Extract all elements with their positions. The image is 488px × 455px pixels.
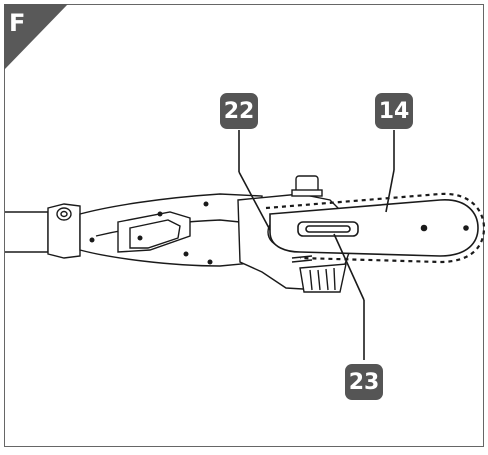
callout-23-label: 23 xyxy=(348,369,380,395)
leader-lines xyxy=(238,130,395,360)
callout-22: 22 xyxy=(220,93,258,129)
figure-letter: F xyxy=(9,9,26,37)
callout-14: 14 xyxy=(375,93,413,129)
corner-tab xyxy=(4,4,68,70)
shaft-screws xyxy=(89,201,213,265)
pole-shaft xyxy=(5,193,263,267)
callout-23: 23 xyxy=(345,364,383,400)
guide-bar xyxy=(269,199,479,257)
callout-22-label: 22 xyxy=(223,98,255,124)
callout-14-label: 14 xyxy=(378,98,410,124)
saw-chain xyxy=(265,192,486,264)
